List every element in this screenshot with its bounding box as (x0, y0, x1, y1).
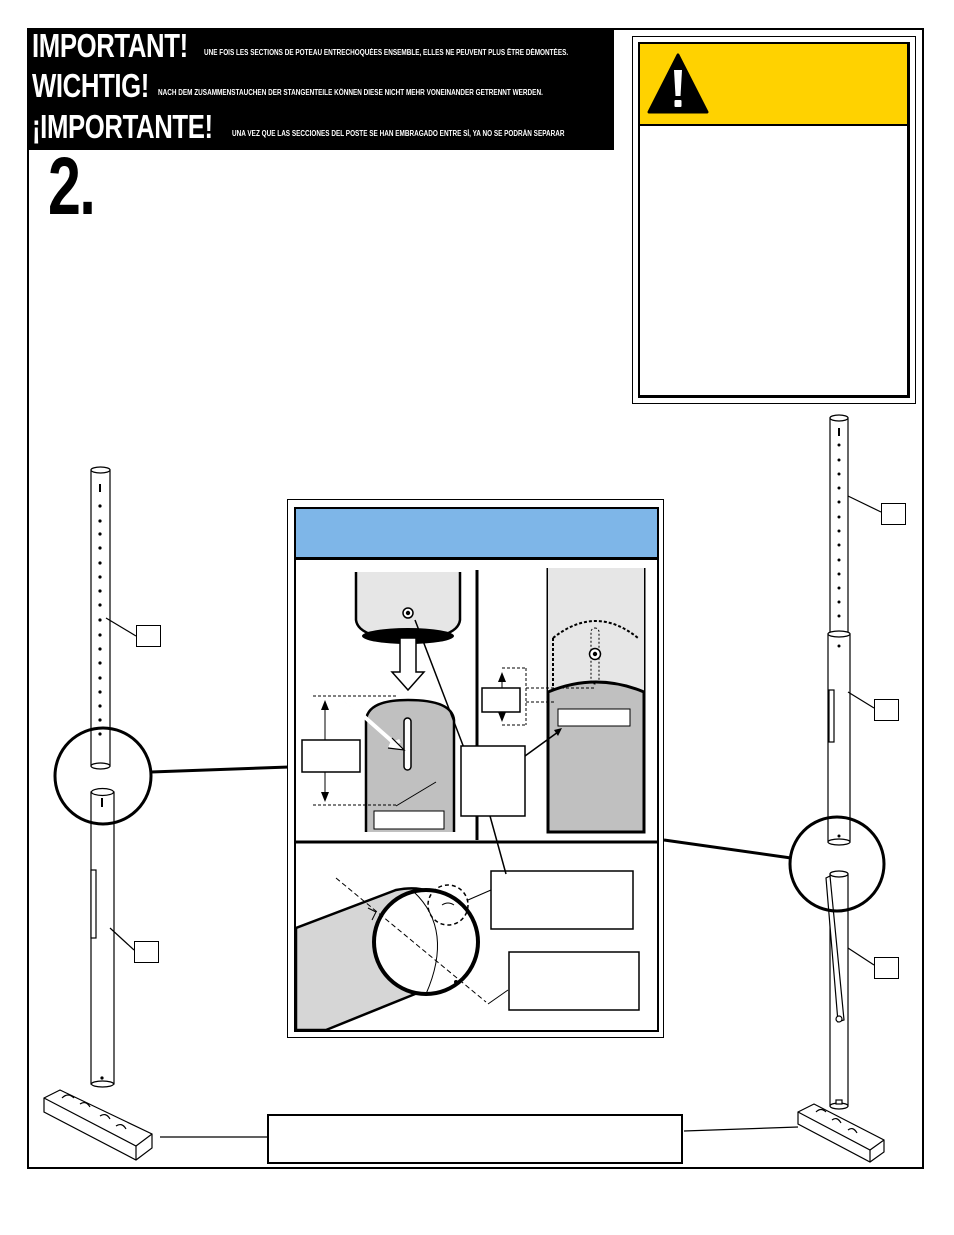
banner-note-french: UNE FOIS LES SECTIONS DE POTEAU ENTRECHO… (203, 48, 568, 57)
banner-headline-german: WICHTIG! (32, 67, 149, 104)
bottom-note (267, 1114, 683, 1164)
warning-header (640, 44, 907, 126)
right-base-plate (797, 1103, 885, 1163)
detail-header (296, 509, 657, 560)
right-magnifier (788, 815, 886, 913)
callout-right-middle (874, 699, 899, 721)
warning-panel-inner (638, 42, 910, 398)
detail-panel (287, 499, 664, 1038)
warning-triangle-icon (647, 53, 709, 114)
callout-right-top (881, 503, 906, 525)
banner-note-spanish: UNA VEZ QUE LAS SECCIONES DEL POSTE SE H… (231, 129, 565, 138)
left-base-plate (43, 1089, 153, 1161)
callout-left-top (136, 625, 161, 647)
callout-left-bottom (134, 941, 159, 963)
banner-headline-french: IMPORTANT! (32, 27, 188, 64)
banner-headline-spanish: ¡IMPORTANTE! (32, 108, 213, 145)
left-pole-upper (90, 466, 111, 770)
callout-right-bottom (874, 957, 899, 979)
detail-panel-inner (294, 507, 659, 1032)
banner-row-spanish: ¡IMPORTANTE! UNA VEZ QUE LAS SECCIONES D… (32, 110, 647, 143)
left-magnifier (53, 726, 153, 826)
banner-note-german: NACH DEM ZUSAMMENSTAUCHEN DER STANGENTEI… (157, 88, 543, 97)
warning-panel (632, 36, 916, 404)
banner-row-french: IMPORTANT! UNE FOIS LES SECTIONS DE POTE… (32, 29, 659, 62)
right-pole-upper (827, 414, 851, 846)
step-number: 2. (48, 141, 96, 232)
left-pole-upper-holes (98, 484, 102, 736)
left-pole-lower (90, 787, 115, 1088)
detail-illustration (296, 568, 657, 1030)
important-banner: IMPORTANT! UNE FOIS LES SECTIONS DE POTE… (29, 29, 614, 150)
banner-row-german: WICHTIG! NACH DEM ZUSAMMENSTAUCHEN DER S… (32, 69, 639, 102)
right-pole-holes (837, 428, 841, 838)
right-pole-lower (825, 870, 849, 1110)
